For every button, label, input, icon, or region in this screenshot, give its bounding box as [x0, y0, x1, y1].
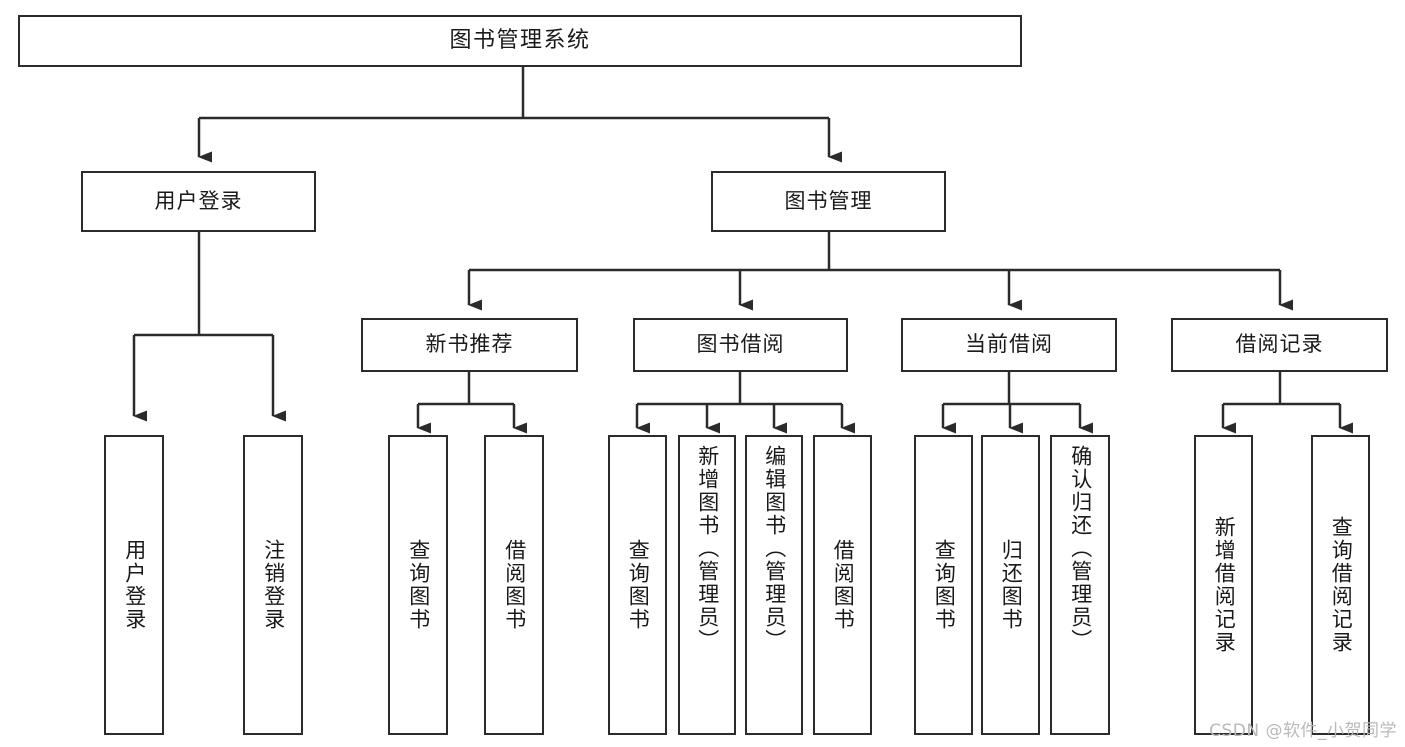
leaf-return-book-label: 归还图书 [999, 539, 1024, 631]
leaf-borrow-book-label: 借阅图书 [831, 539, 856, 631]
node-borrow-records-label: 借阅记录 [1235, 332, 1324, 357]
leaf-user-login[interactable]: 用户登录 [104, 435, 164, 735]
leaf-edit-book-admin[interactable]: 编辑图书（管理员） [745, 435, 803, 735]
node-root-label: 图书管理系统 [449, 27, 591, 53]
leaf-confirm-return-admin[interactable]: 确认归还（管理员） [1050, 435, 1110, 735]
leaf-user-login-label: 用户登录 [122, 539, 147, 631]
node-user-login[interactable]: 用户登录 [81, 171, 316, 232]
leaf-query-book-recommend[interactable]: 查询图书 [388, 435, 448, 735]
node-current-borrow-label: 当前借阅 [965, 332, 1053, 357]
leaf-query-book-recommend-label: 查询图书 [406, 539, 431, 631]
leaf-query-book-borrow-label: 查询图书 [626, 539, 651, 631]
node-root[interactable]: 图书管理系统 [18, 15, 1022, 67]
node-new-book-recommend[interactable]: 新书推荐 [361, 318, 578, 372]
leaf-add-borrow-record[interactable]: 新增借阅记录 [1194, 435, 1253, 735]
leaf-logout-label: 注销登录 [261, 539, 286, 631]
leaf-borrow-book-recommend[interactable]: 借阅图书 [484, 435, 544, 735]
leaf-edit-book-admin-label: 编辑图书（管理员） [762, 445, 787, 652]
node-book-borrow[interactable]: 图书借阅 [633, 318, 848, 372]
leaf-query-borrow-record-label: 查询借阅记录 [1329, 516, 1354, 654]
leaf-query-borrow-record[interactable]: 查询借阅记录 [1311, 435, 1370, 735]
leaf-logout[interactable]: 注销登录 [243, 435, 303, 735]
node-borrow-records[interactable]: 借阅记录 [1171, 318, 1388, 372]
leaf-add-book-admin-label: 新增图书（管理员） [695, 445, 720, 652]
leaf-borrow-book[interactable]: 借阅图书 [813, 435, 872, 735]
leaf-query-book-borrow[interactable]: 查询图书 [608, 435, 667, 735]
leaf-return-book[interactable]: 归还图书 [981, 435, 1040, 735]
node-book-management[interactable]: 图书管理 [711, 171, 946, 232]
node-current-borrow[interactable]: 当前借阅 [901, 318, 1117, 372]
node-user-login-label: 用户登录 [154, 188, 243, 213]
leaf-add-borrow-record-label: 新增借阅记录 [1212, 516, 1237, 654]
leaf-borrow-book-recommend-label: 借阅图书 [502, 539, 527, 631]
leaf-query-book-current[interactable]: 查询图书 [914, 435, 973, 735]
node-book-borrow-label: 图书借阅 [696, 332, 785, 357]
leaf-query-book-current-label: 查询图书 [932, 539, 957, 631]
watermark: CSDN @软件_小贺同学 [1209, 721, 1397, 741]
node-new-book-recommend-label: 新书推荐 [425, 332, 514, 357]
leaf-confirm-return-admin-label: 确认归还（管理员） [1068, 445, 1093, 652]
node-book-management-label: 图书管理 [784, 188, 873, 213]
leaf-add-book-admin[interactable]: 新增图书（管理员） [678, 435, 736, 735]
